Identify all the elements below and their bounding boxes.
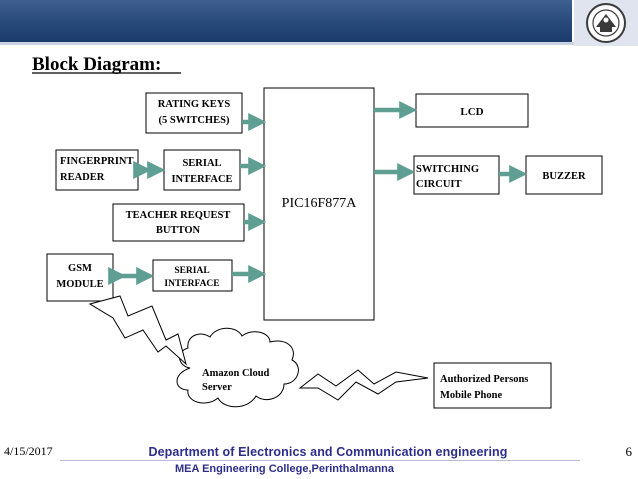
switching-label-2: CIRCUIT [416,179,462,190]
rating-keys-label-2: (5 SWITCHES) [159,115,230,126]
teacher-request-button-block: TEACHER REQUEST BUTTON [112,203,245,242]
serial-interface-1-label-1: SERIAL [182,158,221,169]
microcontroller-block: PIC16F877A [263,87,375,321]
buzzer-block: BUZZER [525,155,603,195]
switching-circuit-block: SWITCHING CIRCUIT [413,155,500,195]
college-emblem-icon [574,0,638,46]
fingerprint-reader-block: FINGERPRINT READER [55,149,139,191]
fingerprint-label-2: READER [60,172,105,183]
microcontroller-label: PIC16F877A [282,196,358,211]
serial-interface-1-label-2: INTERFACE [171,174,232,185]
lcd-label: LCD [460,106,483,118]
teacher-request-label-1: TEACHER REQUEST [126,210,231,221]
serial-interface-block-1: SERIAL INTERFACE [163,149,241,191]
page-number: 6 [625,444,633,459]
gsm-label-1: GSM [68,263,92,274]
lcd-block: LCD [415,93,529,128]
buzzer-label: BUZZER [542,171,586,182]
gsm-module-block: GSM MODULE [46,253,114,302]
lightning-bolt-icon [298,369,429,401]
footer-rule [60,460,580,461]
mobile-phone-label-1: Authorized Persons [440,374,528,385]
serial-interface-2-label-1: SERIAL [174,266,209,276]
cloud-server-block: Amazon Cloud Server [176,327,299,408]
cloud-label-1: Amazon Cloud [202,368,270,379]
footer-college: MEA Engineering College,Perinthalmanna [175,463,395,475]
switching-label-1: SWITCHING [416,164,479,175]
lightning-bolt-icon [88,295,187,366]
mobile-phone-block: Authorized Persons Mobile Phone [433,362,552,409]
arrows [108,101,528,285]
rating-keys-label-1: RATING KEYS [158,99,231,110]
header-bar [0,0,572,42]
gsm-label-2: MODULE [56,279,103,290]
serial-interface-block-2: SERIAL INTERFACE [152,259,233,292]
serial-interface-2-label-2: INTERFACE [164,279,219,289]
page-title: Block Diagram: [32,54,161,75]
cloud-icon [176,327,299,408]
teacher-request-label-2: BUTTON [156,225,201,236]
footer-date: 4/15/2017 [4,444,53,458]
rating-keys-block: RATING KEYS (5 SWITCHES) [145,92,243,134]
footer-department: Department of Electronics and Communicat… [148,445,508,459]
cloud-label-2: Server [202,382,232,393]
mobile-phone-label-2: Mobile Phone [440,390,502,401]
header-divider [0,42,638,45]
fingerprint-label-1: FINGERPRINT [60,156,134,167]
